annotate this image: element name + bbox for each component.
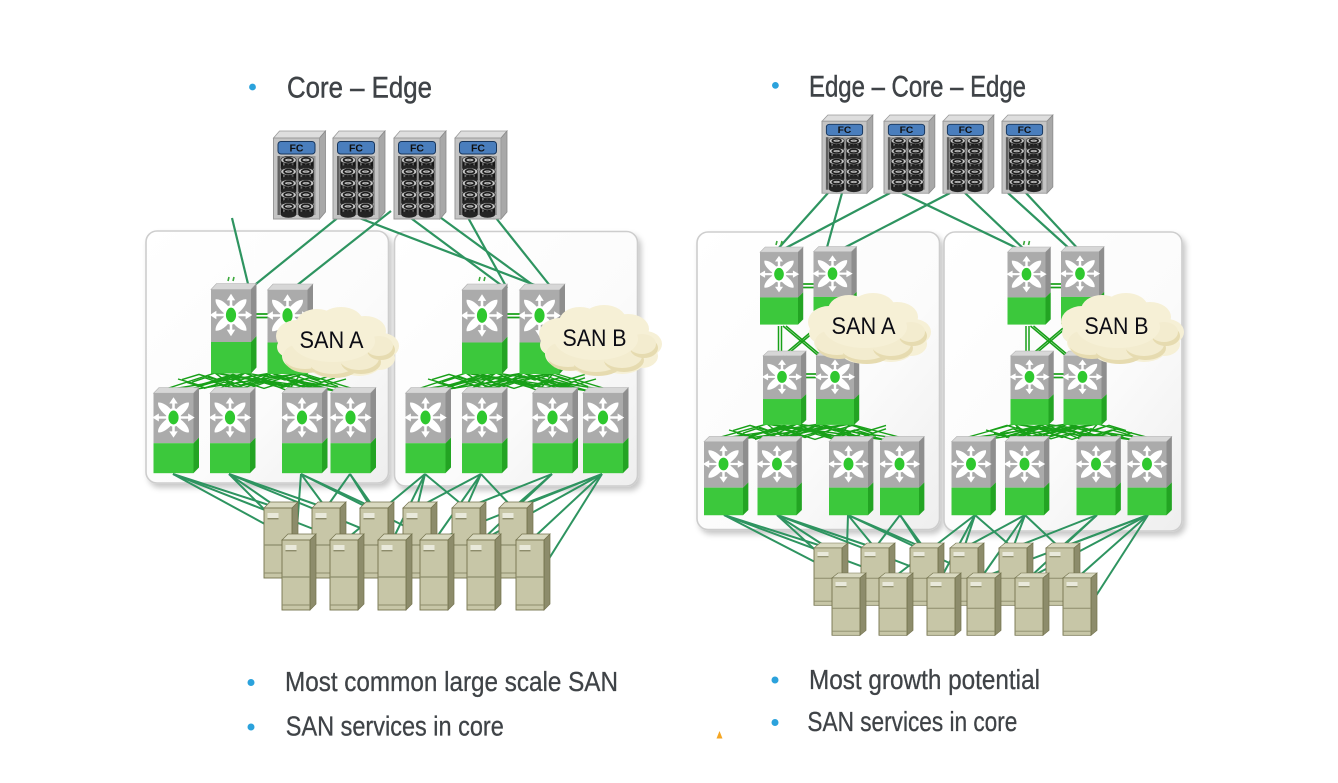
svg-text:SAN A: SAN A xyxy=(300,327,364,354)
svg-text:Core – Edge: Core – Edge xyxy=(287,71,432,104)
svg-text:SAN B: SAN B xyxy=(563,325,627,352)
svg-text:SAN services in core: SAN services in core xyxy=(807,706,1017,737)
svg-text:SAN A: SAN A xyxy=(832,313,896,340)
svg-text:SAN B: SAN B xyxy=(1085,313,1149,340)
svg-text:Most growth potential: Most growth potential xyxy=(809,664,1040,695)
svg-text:Edge – Core – Edge: Edge – Core – Edge xyxy=(809,71,1026,104)
svg-text:SAN services in core: SAN services in core xyxy=(286,711,504,742)
svg-text:Most common large scale SAN: Most common large scale SAN xyxy=(285,666,618,697)
